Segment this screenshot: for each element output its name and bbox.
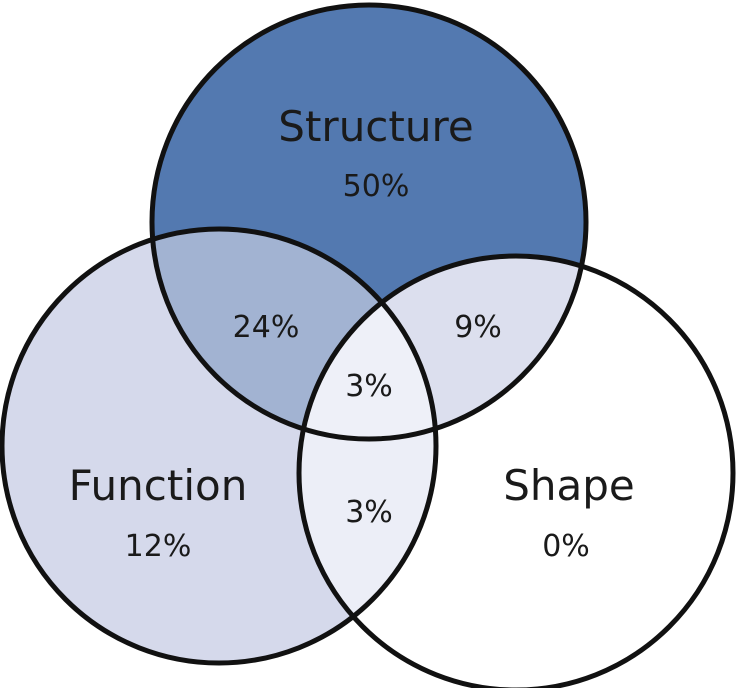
structure-value: 50% — [343, 169, 410, 204]
function-name: Function — [69, 461, 248, 510]
shape-value: 0% — [542, 529, 590, 564]
structure-circle — [149, 2, 589, 442]
structure-shape-value: 9% — [454, 310, 502, 345]
all-three-value: 3% — [345, 369, 393, 404]
function-shape-value: 3% — [345, 495, 393, 530]
structure-function-value: 24% — [233, 310, 300, 345]
labels: Structure 50% Function 12% Shape 0% 24% … — [69, 102, 635, 564]
region-structure-function — [152, 229, 436, 439]
region-all-three — [299, 256, 436, 439]
function-value: 12% — [125, 529, 192, 564]
shape-name: Shape — [503, 461, 635, 510]
shape-circle — [296, 253, 736, 688]
region-fills — [2, 5, 733, 688]
function-circle — [0, 226, 439, 666]
structure-name: Structure — [278, 102, 473, 151]
